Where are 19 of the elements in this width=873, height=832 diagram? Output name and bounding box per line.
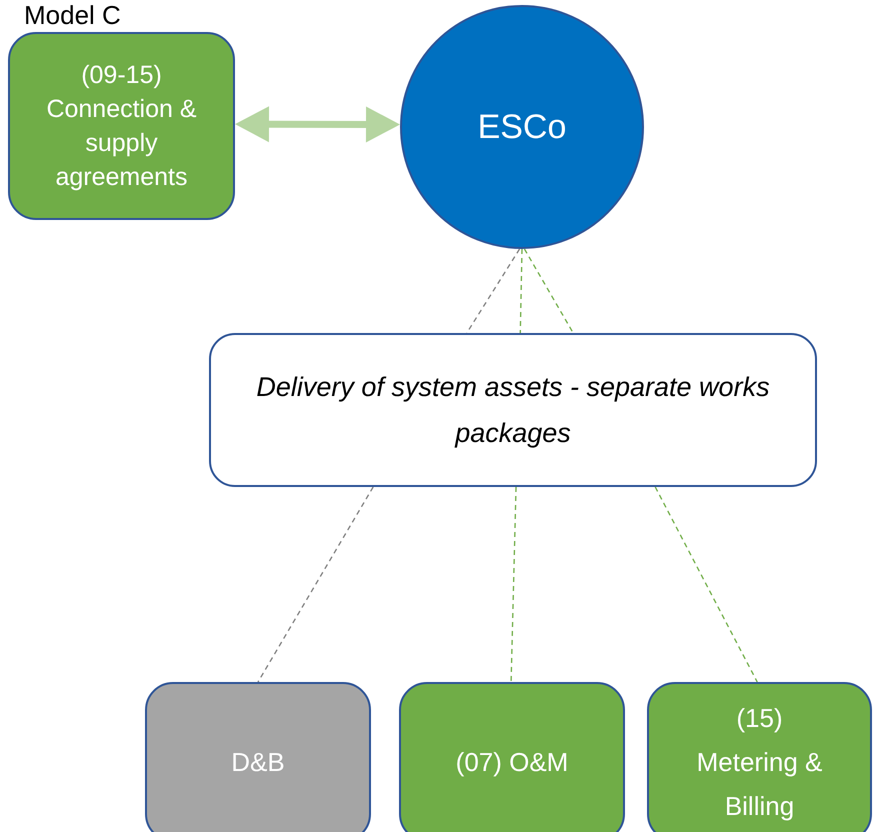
process-box (8, 32, 235, 220)
process-box (145, 682, 371, 832)
connector-line (524, 248, 574, 334)
connector-line (520, 248, 523, 334)
process-box (399, 682, 625, 832)
node-label: (07) O&M (456, 746, 568, 778)
connector-line (654, 486, 758, 682)
connector-line (510, 486, 517, 682)
diagram-title: Model C (24, 0, 121, 30)
connector-line (257, 486, 374, 682)
node-label: (15) Metering & Billing (696, 702, 824, 823)
connector-line (466, 248, 520, 334)
process-box (647, 682, 872, 832)
double-arrow (235, 106, 400, 142)
process-box (209, 333, 817, 487)
node-label: (09-15) Connection & supply agreements (45, 60, 198, 193)
node-label: D&B (231, 746, 285, 778)
node-label: Delivery of system assets - separate works packages (255, 371, 771, 450)
node-label: ESCo (478, 106, 566, 148)
